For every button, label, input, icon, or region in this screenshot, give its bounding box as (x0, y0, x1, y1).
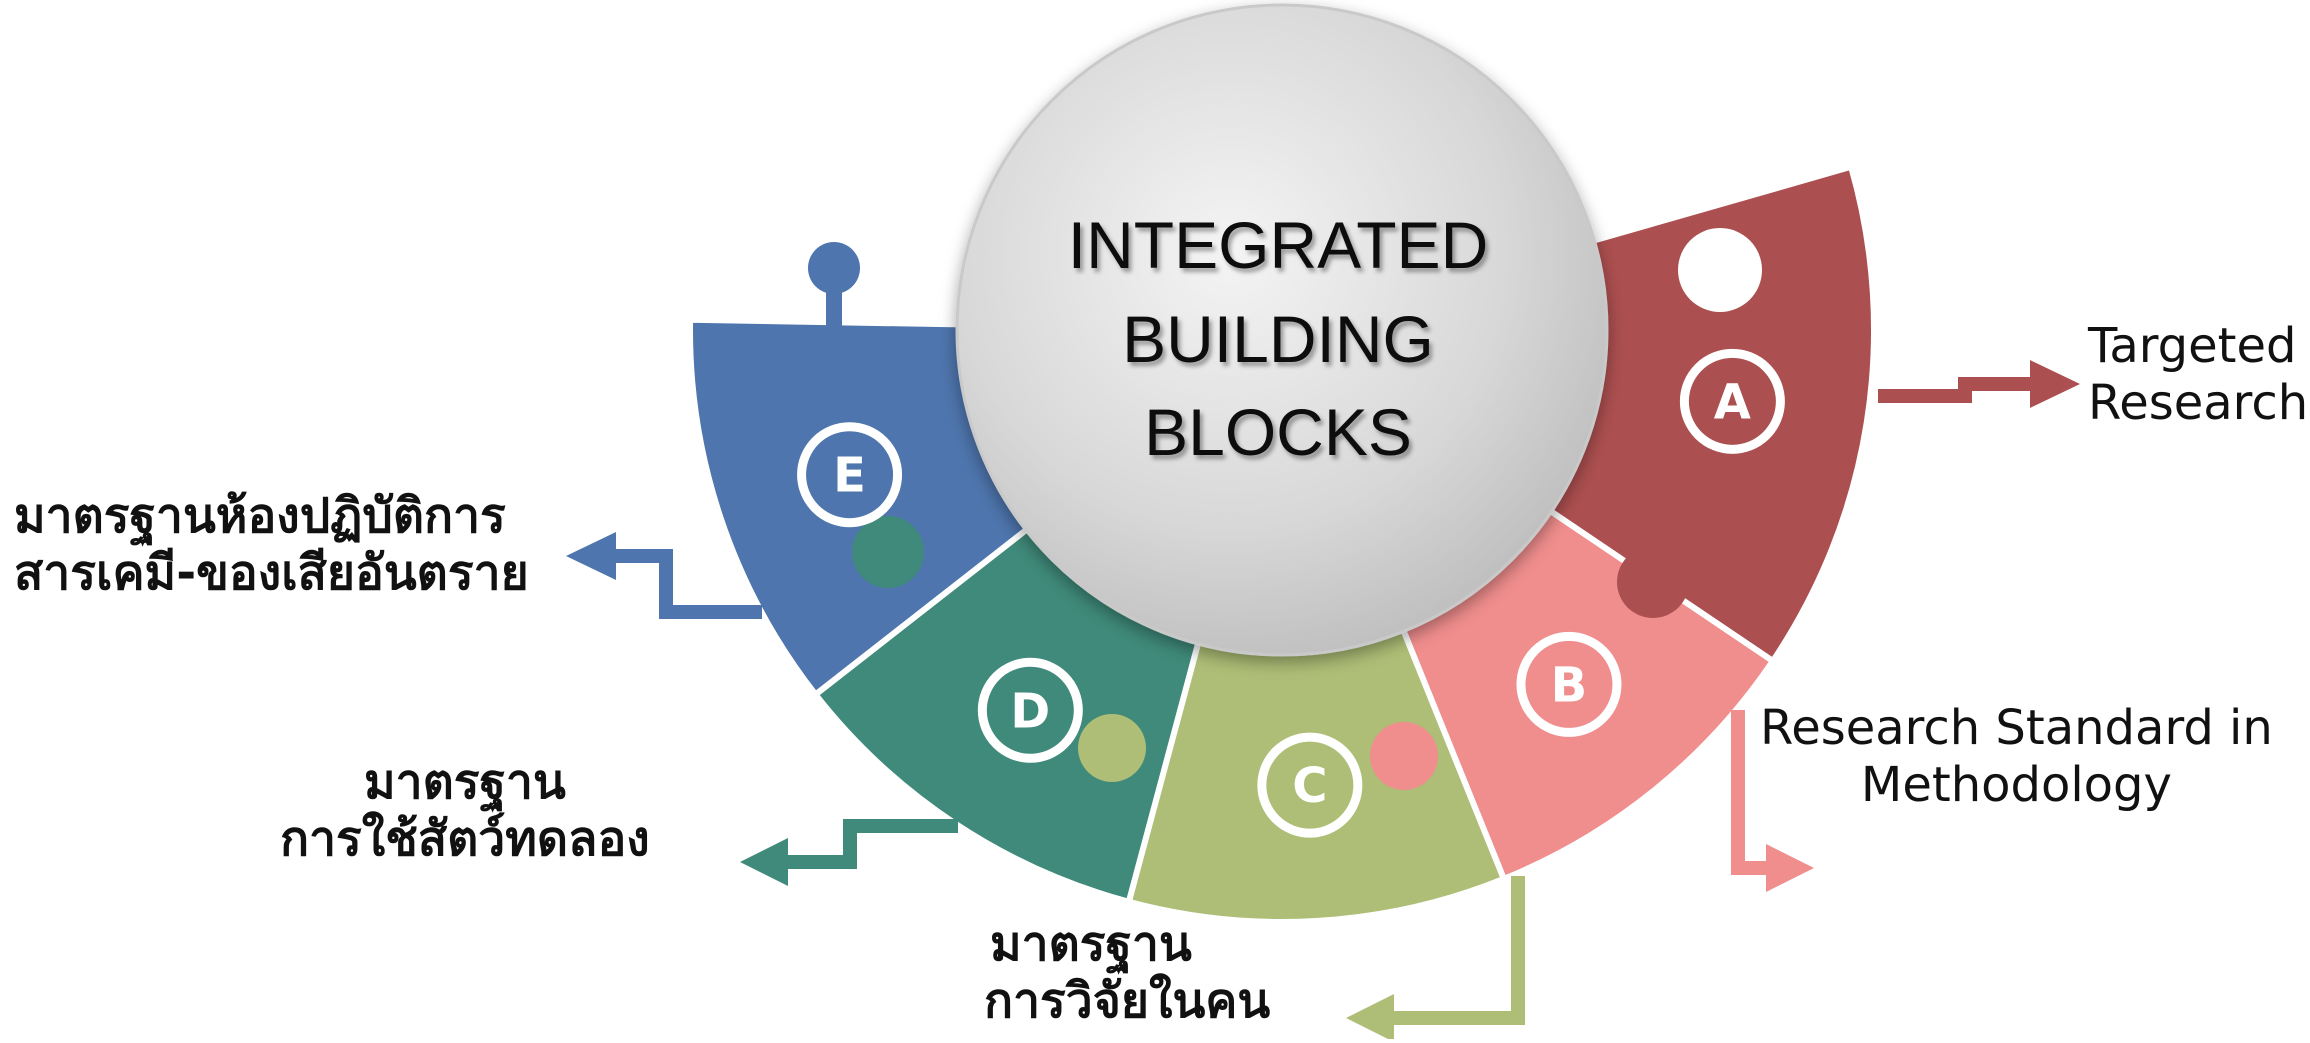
label-c-line-1: มาตรฐาน (990, 916, 1192, 972)
label-b: Research Standard in Methodology (1760, 700, 2273, 813)
badge-c (1257, 732, 1363, 838)
puzzle-tab-a-b (1617, 546, 1689, 618)
label-a-line-1: Targeted (2088, 318, 2297, 374)
badge-e (797, 422, 903, 528)
hub-title-line-3: BLOCKS (1144, 395, 1412, 469)
label-c-line-2: การวิจัยในคน (984, 972, 1271, 1029)
connector-arrows (566, 360, 2080, 1042)
label-d-line-2: การใช้สัตว์ทดลอง (280, 810, 650, 867)
badge-d (977, 657, 1083, 763)
puzzle-pieces (687, 163, 1877, 925)
badge-a (1679, 348, 1785, 454)
badge-letter-d: D (1010, 683, 1050, 739)
label-e: มาตรฐานห้องปฏิบัติการ สารเคมี-ของเสียอัน… (14, 488, 529, 601)
badge-letter-b: B (1551, 657, 1588, 713)
badge-letter-e: E (833, 448, 866, 504)
arrow-d-head (740, 838, 788, 886)
puzzle-tab-e-knob (808, 242, 860, 294)
label-c: มาตรฐาน การวิจัยในคน (984, 916, 1270, 1029)
label-a: Targeted Research (2088, 318, 2308, 431)
label-b-line-1: Research Standard in (1760, 700, 2273, 756)
arrow-c-head (1346, 994, 1394, 1042)
hub-title-line-2: BUILDING (1122, 302, 1434, 376)
arrow-e (612, 549, 762, 619)
label-d: มาตรฐาน การใช้สัตว์ทดลอง (280, 754, 650, 867)
hub-title-line-1: INTEGRATED (1068, 208, 1488, 282)
puzzle-tab-b-c (1370, 722, 1438, 790)
puzzle-tabs (808, 228, 1762, 790)
arrow-c (1390, 876, 1525, 1025)
letter-badges: A B C D E (797, 348, 1785, 838)
arrow-e-head (566, 532, 616, 580)
hub: INTEGRATED BUILDING BLOCKS (955, 3, 1609, 657)
arrow-a-head (2030, 360, 2080, 408)
label-d-line-1: มาตรฐาน (363, 754, 566, 810)
arrow-a (1878, 377, 2040, 403)
badge-letter-c: C (1292, 758, 1327, 814)
arrow-b (1731, 710, 1770, 875)
label-b-line-2: Methodology (1860, 756, 2172, 813)
arrow-b-head (1766, 844, 1814, 892)
puzzle-notch-a-neck (1694, 229, 1747, 289)
badge-b (1516, 631, 1622, 737)
label-e-line-1: มาตรฐานห้องปฏิบัติการ (14, 488, 506, 544)
puzzle-tab-d-e (852, 516, 924, 588)
badge-letter-a: A (1714, 374, 1751, 430)
hub-circle (955, 3, 1609, 657)
arrow-d (784, 819, 958, 869)
puzzle-tab-c-d (1078, 714, 1146, 782)
label-e-line-2: สารเคมี-ของเสียอันตราย (14, 544, 529, 601)
label-a-line-2: Research (2088, 374, 2309, 431)
